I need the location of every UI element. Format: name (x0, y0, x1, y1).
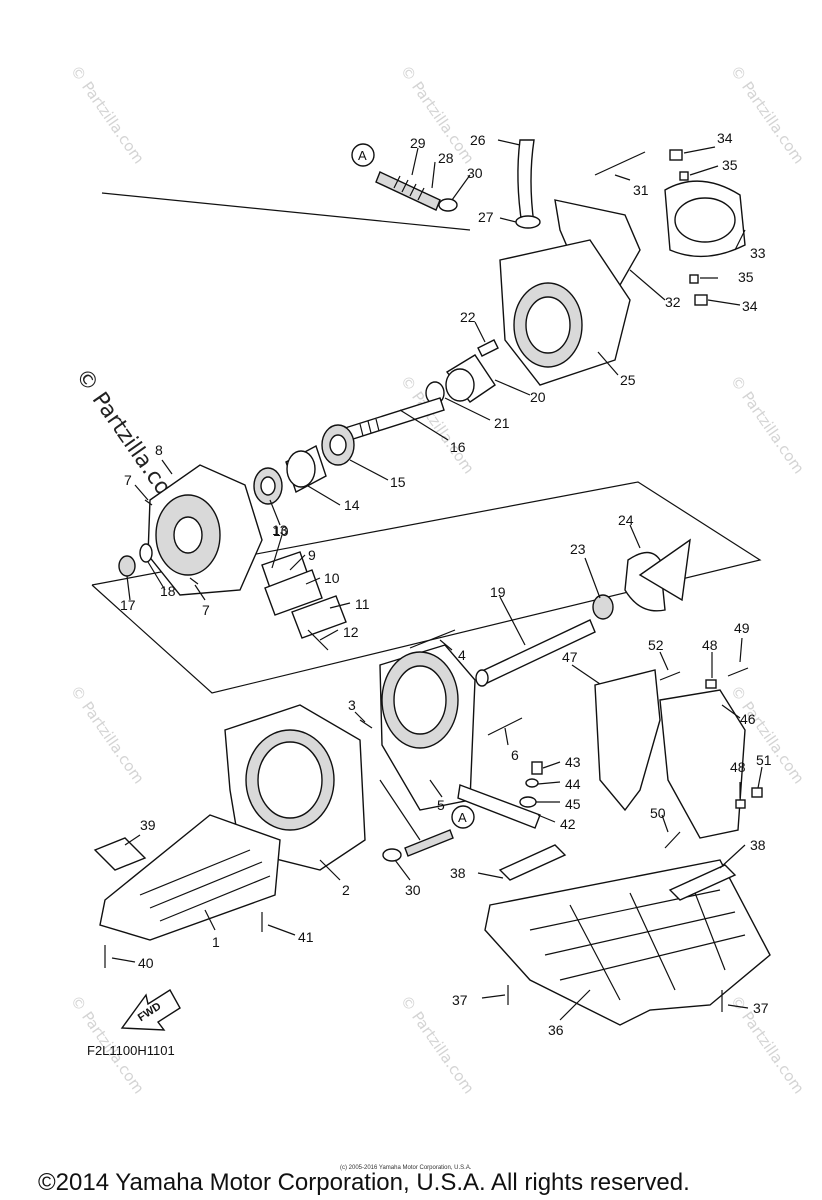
callout-number: 4 (458, 647, 466, 663)
callout-number: 15 (390, 474, 406, 490)
reference-label-a: A (458, 810, 467, 825)
assembly-frame (91, 192, 762, 841)
callout-number: 33 (750, 245, 766, 261)
nozzle-assembly (375, 139, 746, 405)
callout-number: 37 (753, 1000, 769, 1016)
callout-number: 6 (511, 747, 519, 763)
watermark: © Partzilla.com (727, 62, 808, 167)
callout-number: 32 (665, 294, 681, 310)
callout-number: 12 (343, 624, 359, 640)
pump-housing-assembly (224, 644, 543, 871)
callout-number: 48 (730, 759, 746, 775)
callout-number: 45 (565, 796, 581, 812)
callout-number: 13 (272, 522, 288, 538)
callout-numbers: 1 2 3 4 5 6 7 7 8 9 10 10 11 12 13 14 15… (120, 130, 772, 1038)
reference-markers: A A (351, 143, 475, 829)
callout-number: 22 (460, 309, 476, 325)
callout-number: 18 (160, 583, 176, 599)
drawing-code: F2L1100H1101 (87, 1043, 175, 1058)
watermark: © Partzilla.com (67, 682, 148, 787)
callout-number: 38 (750, 837, 766, 853)
callout-number: 28 (438, 150, 454, 166)
callout-number: 30 (467, 165, 483, 181)
reference-circle-a (451, 805, 475, 829)
callout-number: 31 (633, 182, 649, 198)
callout-number: 14 (344, 497, 360, 513)
reference-circle-a (351, 143, 375, 167)
small-copyright-notice: (c) 2005-2016 Yamaha Motor Corporation, … (340, 1165, 472, 1171)
callout-number: 49 (734, 620, 750, 636)
forward-arrow: FWD (120, 989, 181, 1031)
leader-lines (111, 139, 763, 1021)
callout-number: 30 (405, 882, 421, 898)
watermark: © Partzilla.com (727, 372, 808, 477)
callout-number: 9 (308, 547, 316, 563)
callout-number: 20 (530, 389, 546, 405)
watermark: © Partzilla.com (67, 62, 148, 167)
callout-number: 38 (450, 865, 466, 881)
callout-number: 51 (756, 752, 772, 768)
callout-number: 5 (437, 797, 445, 813)
callout-number: 7 (124, 472, 132, 488)
side-plate-assembly (594, 667, 763, 849)
ride-plate-assembly (484, 844, 771, 1026)
callout-number: 3 (348, 697, 356, 713)
callout-number: 19 (490, 584, 506, 600)
callout-number: 36 (548, 1022, 564, 1038)
callout-number: 34 (717, 130, 733, 146)
callout-number: 41 (298, 929, 314, 945)
callout-number: 7 (202, 602, 210, 618)
callout-number: 1 (212, 934, 220, 950)
callout-number: 25 (620, 372, 636, 388)
intake-grate-assembly (93, 814, 281, 968)
callout-number: 37 (452, 992, 468, 1008)
callout-number: 47 (562, 649, 578, 665)
callout-number: 44 (565, 776, 581, 792)
callout-number: 48 (702, 637, 718, 653)
callout-number: 29 (410, 135, 426, 151)
callout-number: 34 (742, 298, 758, 314)
impeller-housing-assembly (118, 397, 445, 651)
callout-number: 50 (650, 805, 666, 821)
callout-number: 23 (570, 541, 586, 557)
reference-label-a: A (358, 148, 367, 163)
callout-number: 27 (478, 209, 494, 225)
callout-number: 11 (355, 596, 370, 612)
callout-number: 35 (722, 157, 738, 173)
callout-number: 16 (450, 439, 466, 455)
callout-number: 2 (342, 882, 350, 898)
callout-number: 42 (560, 816, 576, 832)
callout-number: 17 (120, 597, 136, 613)
callout-number: 10 (273, 523, 289, 539)
callout-number: 52 (648, 637, 664, 653)
copyright-notice: ©2014 Yamaha Motor Corporation, U.S.A. A… (38, 1169, 690, 1196)
callout-number: 26 (470, 132, 486, 148)
callout-number: 40 (138, 955, 154, 971)
callout-number: 39 (140, 817, 156, 833)
callout-number: 35 (738, 269, 754, 285)
callout-number: 10 (324, 570, 340, 586)
callout-number: 8 (155, 442, 163, 458)
callout-number: 46 (740, 711, 756, 727)
callout-number: 24 (618, 512, 634, 528)
callout-number: 43 (565, 754, 581, 770)
impeller-shaft-assembly (409, 538, 691, 687)
callout-number: 21 (494, 415, 510, 431)
